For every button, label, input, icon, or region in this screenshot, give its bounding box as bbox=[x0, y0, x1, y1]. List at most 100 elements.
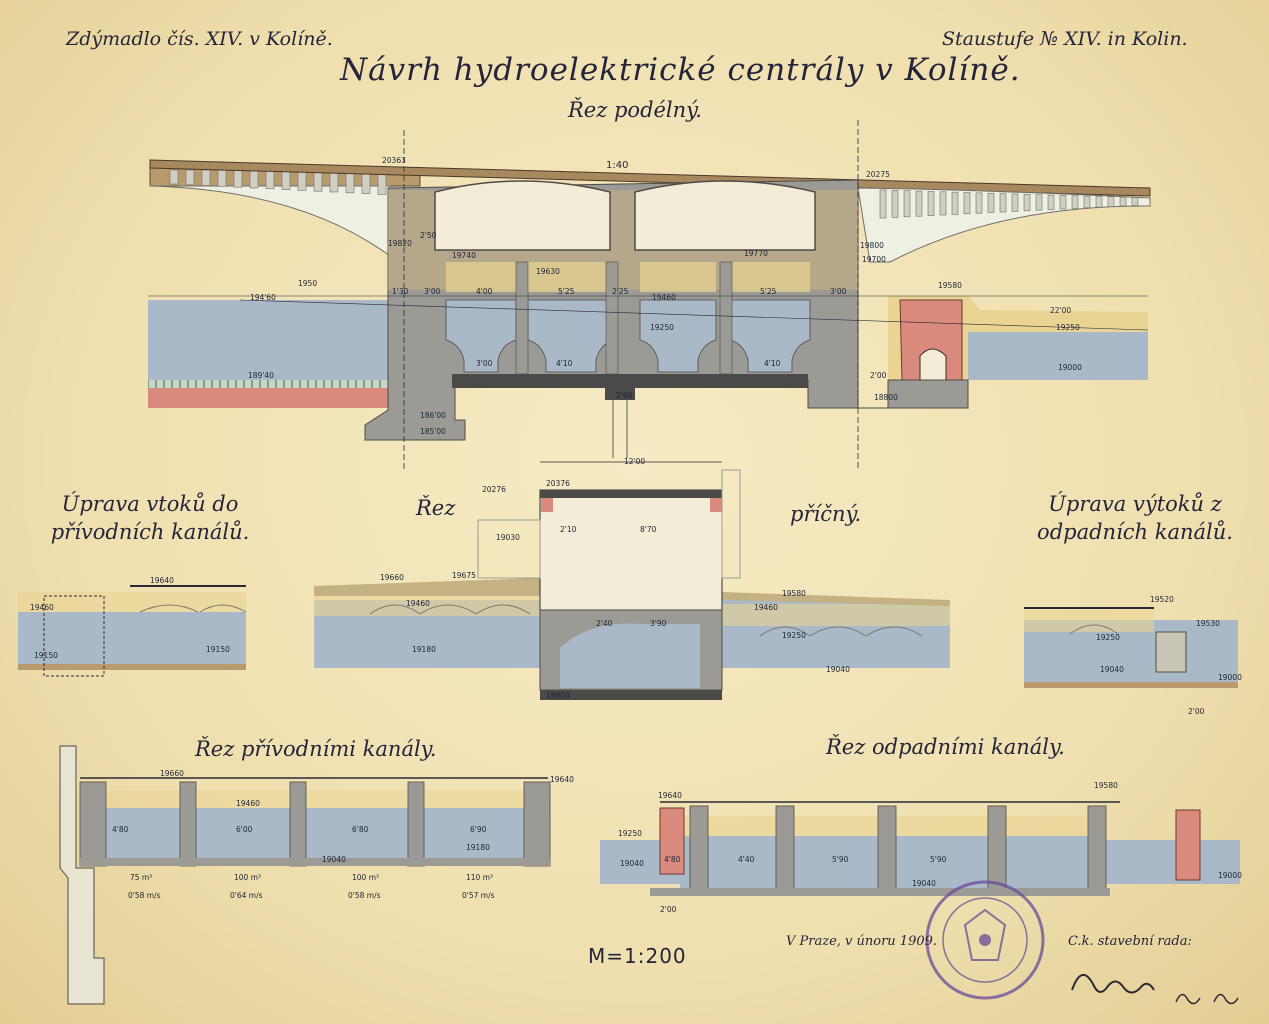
gradient-line bbox=[239, 299, 1149, 331]
label: 19250 bbox=[650, 323, 674, 332]
label: 1950 bbox=[298, 279, 317, 288]
spandrel-column bbox=[249, 169, 259, 189]
label: 19460 bbox=[754, 603, 778, 612]
label: 186'00 bbox=[420, 411, 446, 420]
cross-outline-left bbox=[477, 519, 541, 579]
center-pier-base bbox=[605, 386, 635, 400]
label: 4'10 bbox=[764, 359, 781, 368]
label: 19640 bbox=[150, 576, 174, 585]
label: 2'50 bbox=[420, 231, 437, 240]
spandrel-column bbox=[201, 169, 211, 186]
inlet-bed bbox=[18, 664, 246, 670]
spandrel-column bbox=[297, 169, 307, 191]
label: 20276 bbox=[482, 485, 506, 494]
label: 19040 bbox=[1100, 665, 1124, 674]
label: 19460 bbox=[652, 293, 676, 302]
label: 19520 bbox=[1150, 595, 1174, 604]
spandrel-column bbox=[987, 192, 995, 213]
spandrel-column bbox=[1059, 195, 1067, 210]
section-title-headrace: Řez přívodními kanály. bbox=[195, 737, 437, 761]
label: 0'57 m/s bbox=[462, 891, 495, 900]
label: 2'00 bbox=[870, 371, 887, 380]
headrace-section: 19660 19640 19460 19180 19040 4'80 6'00 … bbox=[59, 745, 574, 1005]
spandrel-column bbox=[1131, 197, 1139, 206]
label: 19250 bbox=[1056, 323, 1080, 332]
label: 19530 bbox=[1196, 619, 1220, 628]
spandrel-column bbox=[233, 169, 243, 188]
label: 3'00 bbox=[830, 287, 847, 296]
chamber-water bbox=[445, 299, 517, 373]
label: 0'64 m/s bbox=[230, 891, 263, 900]
spandrel-column bbox=[265, 169, 275, 190]
section-title-cross-a: Řez bbox=[416, 496, 456, 520]
cross-sand-right bbox=[722, 604, 950, 626]
outlet-detail: 19520 19530 19250 19040 19000 2'00 bbox=[1024, 595, 1242, 716]
tailrace-section: 19640 19580 19250 19040 19000 19040 4'80… bbox=[600, 781, 1242, 914]
label: 19250 bbox=[618, 829, 642, 838]
section-title-outlet: Úprava výtoků z odpadních kanálů. bbox=[1037, 492, 1233, 544]
cross-roof bbox=[540, 490, 722, 498]
label: 19180 bbox=[466, 843, 490, 852]
section-title-inlet: Úprava vtoků do přívodních kanálů. bbox=[50, 492, 250, 544]
label: 110 m³ bbox=[466, 873, 493, 882]
upstream-water bbox=[148, 300, 388, 384]
spandrel-column bbox=[963, 192, 971, 215]
tailrace-brick-left bbox=[659, 807, 685, 875]
headrace-pier bbox=[179, 781, 197, 867]
spandrel-column bbox=[1011, 193, 1019, 212]
cross-base bbox=[540, 690, 722, 700]
spandrel-column bbox=[915, 190, 923, 217]
label: 2'00 bbox=[660, 905, 677, 914]
label: 12'00 bbox=[624, 457, 645, 466]
spandrel-column bbox=[903, 190, 911, 218]
spandrel-column bbox=[281, 169, 291, 190]
spandrel-column bbox=[939, 191, 947, 216]
label: 19630 bbox=[536, 267, 560, 276]
label: 19460 bbox=[236, 799, 260, 808]
label: 185'00 bbox=[420, 427, 446, 436]
label: 2'10 bbox=[560, 525, 577, 534]
label: 19800 bbox=[860, 241, 884, 250]
chamber-water bbox=[639, 299, 717, 373]
label: 6'00 bbox=[236, 825, 253, 834]
outlet-bed bbox=[1024, 682, 1238, 688]
inlet-water bbox=[18, 612, 246, 664]
left-bridge-arch bbox=[149, 185, 391, 257]
outlet-foundation bbox=[887, 379, 969, 409]
label: 2'40 bbox=[596, 619, 613, 628]
label: 6'90 bbox=[470, 825, 487, 834]
chamber-pier bbox=[515, 261, 529, 375]
label: 19150 bbox=[34, 651, 58, 660]
label: 19740 bbox=[452, 251, 476, 260]
outlet-masonry-block bbox=[1155, 631, 1187, 673]
label: 18800 bbox=[546, 691, 570, 700]
label: 194'60 bbox=[250, 293, 276, 302]
spandrel-column bbox=[975, 192, 983, 214]
label: 1'30 bbox=[392, 287, 409, 296]
spandrel-column bbox=[217, 169, 227, 187]
label: 19040 bbox=[912, 879, 936, 888]
section-title-tailrace: Řez odpadními kanály. bbox=[826, 735, 1065, 759]
cross-arches-left bbox=[369, 604, 531, 615]
label: 19770 bbox=[744, 249, 768, 258]
spandrel-column bbox=[1035, 194, 1043, 211]
spandrel-column bbox=[1083, 195, 1091, 209]
label: 19820 bbox=[388, 239, 412, 248]
label: 22'00 bbox=[1050, 306, 1071, 315]
powerhouse-arch-left bbox=[434, 180, 611, 251]
headrace-pier bbox=[79, 781, 107, 867]
signature-initials bbox=[1213, 993, 1239, 1005]
headrace-piers bbox=[79, 781, 551, 867]
cross-arches-right bbox=[759, 626, 923, 637]
left-bridge-spandrels bbox=[169, 169, 387, 195]
label: 4'40 bbox=[738, 855, 755, 864]
page-subtitle: Řez podélný. bbox=[568, 98, 702, 122]
headrace-water bbox=[80, 808, 550, 858]
label: 100 m³ bbox=[352, 873, 379, 882]
cross-deck-right bbox=[722, 592, 950, 606]
inlet-sand bbox=[18, 592, 246, 612]
headrace-pier bbox=[289, 781, 307, 867]
label: 19460 bbox=[30, 603, 54, 612]
